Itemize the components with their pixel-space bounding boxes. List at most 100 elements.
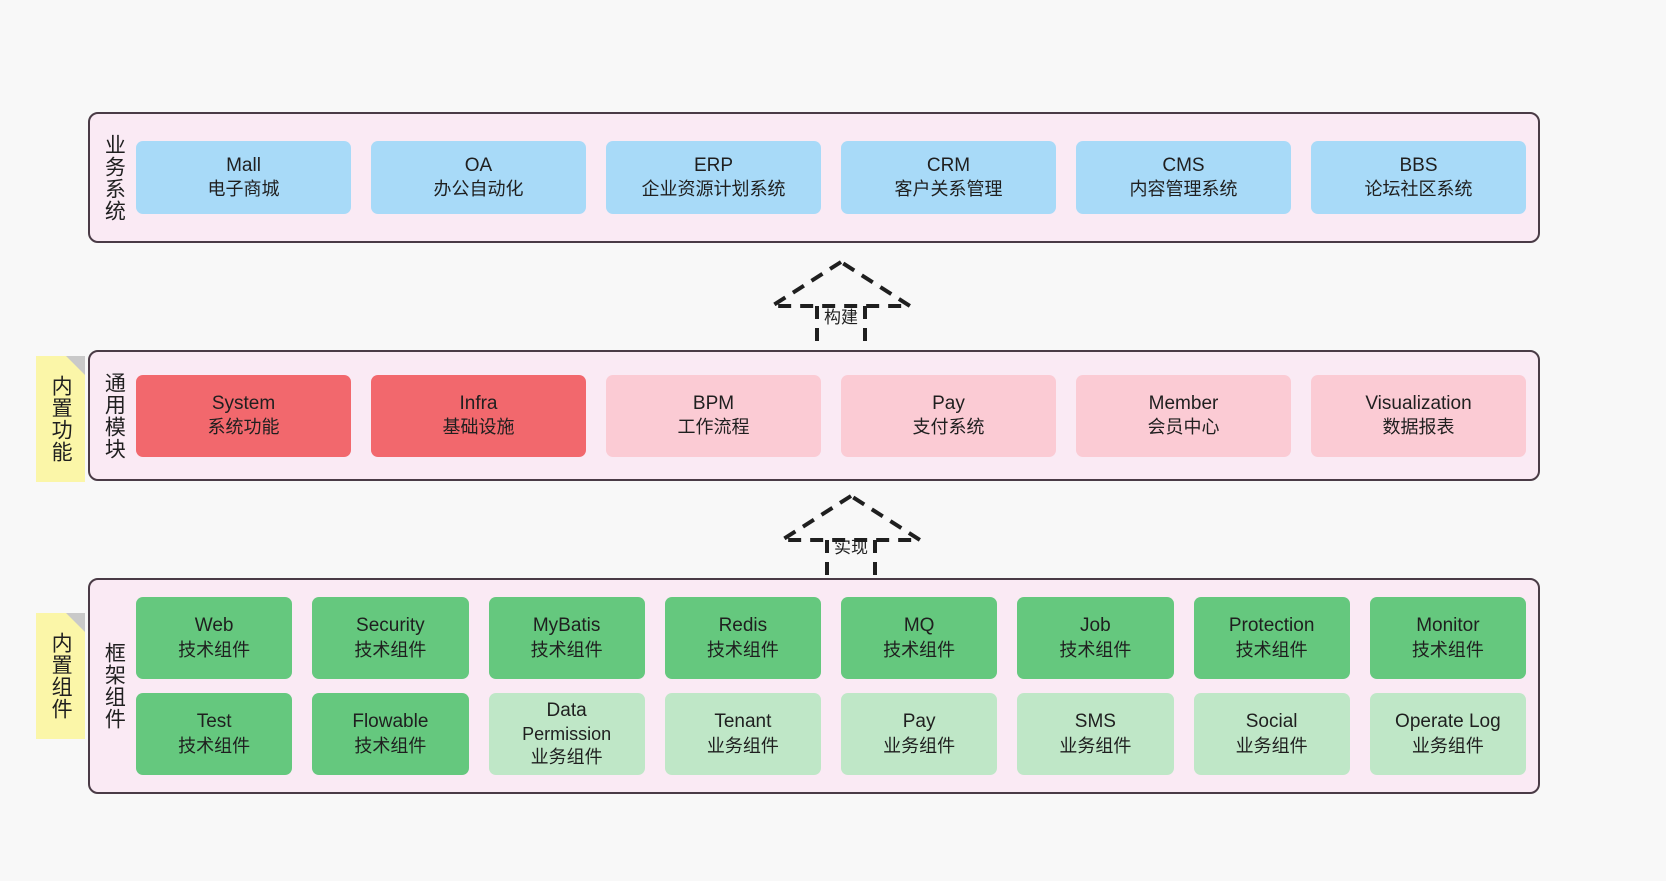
note-builtin-components[interactable]: 内置组件 xyxy=(36,613,85,739)
box-mq[interactable]: MQ 技术组件 xyxy=(841,597,998,679)
folded-corner-icon xyxy=(66,356,85,375)
box-title: BBS xyxy=(1399,154,1438,176)
box-erp[interactable]: ERP 企业资源计划系统 xyxy=(606,141,821,214)
box-title: System xyxy=(211,392,276,414)
box-cms[interactable]: CMS 内容管理系统 xyxy=(1076,141,1291,214)
box-pay[interactable]: Pay 支付系统 xyxy=(841,374,1056,457)
box-monitor[interactable]: Monitor 技术组件 xyxy=(1369,597,1526,679)
box-member[interactable]: Member 会员中心 xyxy=(1076,374,1291,457)
box-subtitle: 技术组件 xyxy=(178,639,251,660)
box-title-cont: Permission xyxy=(522,724,612,745)
box-mybatis[interactable]: MyBatis 技术组件 xyxy=(488,597,645,679)
layer-body-common-modules: System 系统功能 Infra 基础设施 BPM 工作流程 Pay 支付系统… xyxy=(136,352,1538,479)
layer-title-business-systems: 业务系统 xyxy=(102,133,126,222)
connector-label-implement: 实现 xyxy=(834,538,868,557)
box-subtitle: 业务组件 xyxy=(530,747,603,768)
box-title: Flowable xyxy=(352,711,429,733)
box-title: Monitor xyxy=(1416,615,1480,637)
box-title: SMS xyxy=(1074,711,1116,733)
folded-corner-icon xyxy=(66,613,85,632)
box-subtitle: 论坛社区系统 xyxy=(1364,179,1473,200)
connector-shaft xyxy=(825,540,877,582)
box-subtitle: 数据报表 xyxy=(1382,417,1455,438)
box-title: Test xyxy=(196,711,232,733)
box-subtitle: 技术组件 xyxy=(354,639,427,660)
box-data-permission[interactable]: Data Permission 业务组件 xyxy=(488,693,645,775)
box-title: ERP xyxy=(693,154,734,176)
box-bbs[interactable]: BBS 论坛社区系统 xyxy=(1311,141,1526,214)
box-subtitle: 支付系统 xyxy=(912,417,985,438)
layer-body-framework-components: Web 技术组件 Security 技术组件 MyBatis 技术组件 Redi… xyxy=(136,580,1538,792)
connector-label-build: 构建 xyxy=(824,308,858,327)
box-flowable[interactable]: Flowable 技术组件 xyxy=(312,693,469,775)
box-visualization[interactable]: Visualization 数据报表 xyxy=(1311,374,1526,457)
layer-body-business-systems: Mall 电子商城 OA 办公自动化 ERP 企业资源计划系统 CRM 客户关系… xyxy=(136,114,1538,241)
box-title: Protection xyxy=(1228,615,1315,637)
box-subtitle: 业务组件 xyxy=(1411,735,1484,756)
box-subtitle: 业务组件 xyxy=(883,735,956,756)
layer-row: Test 技术组件 Flowable 技术组件 Data Permission … xyxy=(136,693,1526,775)
box-subtitle: 内容管理系统 xyxy=(1129,179,1238,200)
box-redis[interactable]: Redis 技术组件 xyxy=(664,597,821,679)
box-subtitle: 会员中心 xyxy=(1147,417,1220,438)
box-pay-component[interactable]: Pay 业务组件 xyxy=(841,693,998,775)
box-title: Member xyxy=(1148,392,1219,414)
box-job[interactable]: Job 技术组件 xyxy=(1017,597,1174,679)
box-title: BPM xyxy=(692,392,735,414)
note-label: 内置功能 xyxy=(49,375,73,463)
layer-row: System 系统功能 Infra 基础设施 BPM 工作流程 Pay 支付系统… xyxy=(136,374,1526,457)
box-operate-log[interactable]: Operate Log 业务组件 xyxy=(1369,693,1526,775)
box-sms[interactable]: SMS 业务组件 xyxy=(1017,693,1174,775)
box-title: Web xyxy=(194,615,234,637)
box-title: CMS xyxy=(1162,154,1205,176)
connector-build: 构建 xyxy=(765,258,917,350)
box-title: Security xyxy=(356,615,425,637)
box-title: CRM xyxy=(926,154,971,176)
box-protection[interactable]: Protection 技术组件 xyxy=(1193,597,1350,679)
box-subtitle: 技术组件 xyxy=(530,639,603,660)
box-title: Pay xyxy=(902,711,936,733)
box-title: Tenant xyxy=(714,711,772,733)
box-subtitle: 客户关系管理 xyxy=(894,179,1003,200)
box-subtitle: 技术组件 xyxy=(706,639,779,660)
box-social[interactable]: Social 业务组件 xyxy=(1193,693,1350,775)
box-title: MQ xyxy=(903,615,935,637)
note-builtin-features[interactable]: 内置功能 xyxy=(36,356,85,482)
box-subtitle: 技术组件 xyxy=(354,735,427,756)
box-subtitle: 业务组件 xyxy=(706,735,779,756)
layer-row: Web 技术组件 Security 技术组件 MyBatis 技术组件 Redi… xyxy=(136,597,1526,679)
box-infra[interactable]: Infra 基础设施 xyxy=(371,374,586,457)
box-oa[interactable]: OA 办公自动化 xyxy=(371,141,586,214)
box-title: Redis xyxy=(718,615,768,637)
box-title: Job xyxy=(1080,615,1111,637)
box-title: Mall xyxy=(226,154,261,176)
box-system[interactable]: System 系统功能 xyxy=(136,374,351,457)
box-title: Social xyxy=(1245,711,1298,733)
box-title: Infra xyxy=(459,392,498,414)
box-bpm[interactable]: BPM 工作流程 xyxy=(606,374,821,457)
box-mall[interactable]: Mall 电子商城 xyxy=(136,141,351,214)
box-subtitle: 办公自动化 xyxy=(433,179,524,200)
box-title: Operate Log xyxy=(1395,711,1501,733)
connector-shaft xyxy=(815,306,867,348)
box-test[interactable]: Test 技术组件 xyxy=(136,693,293,775)
box-subtitle: 技术组件 xyxy=(1235,639,1308,660)
box-crm[interactable]: CRM 客户关系管理 xyxy=(841,141,1056,214)
box-tenant[interactable]: Tenant 业务组件 xyxy=(664,693,821,775)
box-web[interactable]: Web 技术组件 xyxy=(136,597,293,679)
box-subtitle: 技术组件 xyxy=(178,735,251,756)
box-subtitle: 技术组件 xyxy=(883,639,956,660)
box-subtitle: 企业资源计划系统 xyxy=(641,179,786,200)
layer-common-modules: 通用模块 System 系统功能 Infra 基础设施 BPM 工作流程 Pay… xyxy=(88,350,1540,481)
note-label: 内置组件 xyxy=(49,632,73,720)
box-subtitle: 业务组件 xyxy=(1235,735,1308,756)
connector-implement: 实现 xyxy=(775,492,927,584)
box-title: Visualization xyxy=(1365,392,1472,414)
box-security[interactable]: Security 技术组件 xyxy=(312,597,469,679)
box-title: Pay xyxy=(932,392,965,414)
box-subtitle: 技术组件 xyxy=(1411,639,1484,660)
layer-framework-components: 框架组件 Web 技术组件 Security 技术组件 MyBatis 技术组件… xyxy=(88,578,1540,794)
layer-title-framework-components: 框架组件 xyxy=(102,642,126,730)
box-subtitle: 业务组件 xyxy=(1059,735,1132,756)
